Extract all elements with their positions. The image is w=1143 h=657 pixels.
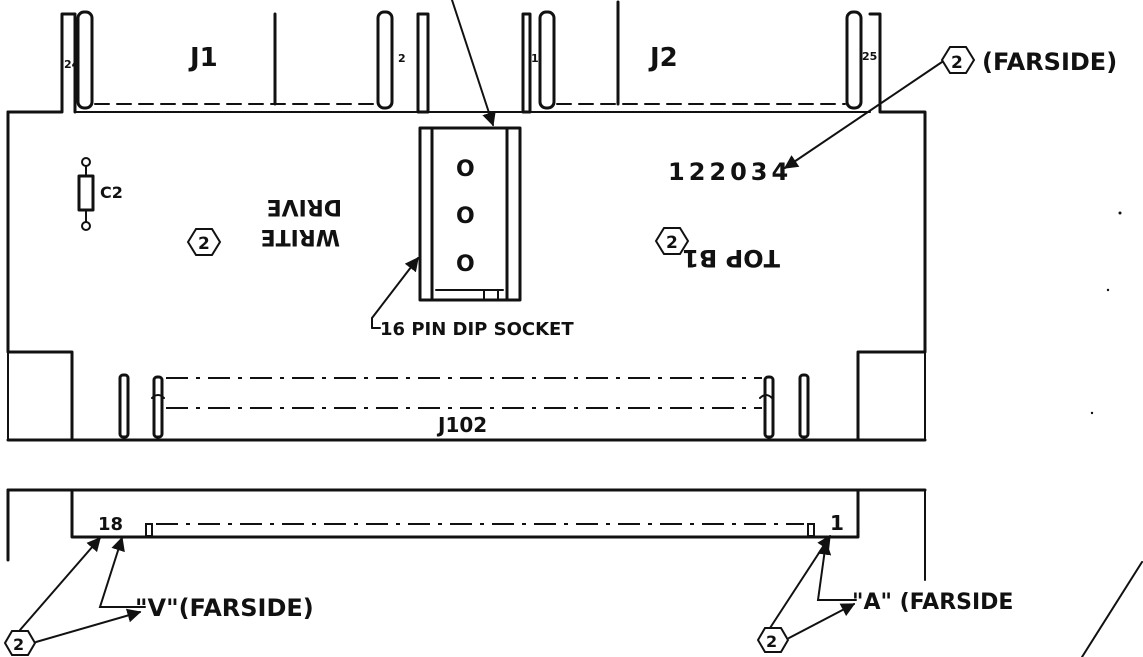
- j2-label: J2: [648, 43, 678, 73]
- top-callout-number: 2: [666, 233, 678, 253]
- j1-connector: J1 24 2: [64, 10, 406, 110]
- c2-label: C2: [100, 183, 123, 202]
- j102-label: J102: [436, 413, 487, 437]
- v-callout-number: 2: [13, 635, 24, 654]
- farside-top-text: (FARSIDE): [982, 48, 1117, 76]
- top-b1-text: TOP B1: [682, 244, 780, 272]
- farside-top-callout: 2 (FARSIDE) 122034: [668, 46, 1117, 186]
- j1-pin-left-label: 24: [64, 58, 80, 71]
- a-callout-number: 2: [766, 632, 777, 651]
- dip-socket: O O O 16 PIN DIP SOCKET: [371, 0, 574, 340]
- j2-pin-left-label: 1: [531, 52, 539, 65]
- j1-label: J1: [188, 43, 218, 73]
- scan-edge-line: [1081, 561, 1143, 657]
- top-b1-label-group: 2 TOP B1: [654, 227, 780, 272]
- drive-callout-number: 2: [198, 234, 210, 254]
- j1-pin-right-label: 2: [398, 52, 406, 65]
- dip-socket-label: 16 PIN DIP SOCKET: [380, 319, 574, 340]
- scan-speck-3: [1090, 411, 1094, 415]
- pin-18-label: 18: [98, 514, 123, 535]
- board-outline: [6, 12, 927, 581]
- socket-hole-1: O: [456, 157, 475, 182]
- v-farside-text: "V"(FARSIDE): [135, 594, 314, 622]
- v-farside-callout: 2 "V"(FARSIDE): [3, 536, 314, 656]
- bottom-pin-row: 18 1: [98, 511, 844, 537]
- a-farside-text: "A" (FARSIDE: [852, 590, 1013, 615]
- drive-write-line1: WRITE: [261, 224, 340, 249]
- scan-speck: [1118, 211, 1122, 215]
- socket-hole-3: O: [456, 252, 475, 277]
- part-number-label: 122034: [668, 158, 792, 186]
- capacitor-c2: C2: [77, 157, 123, 231]
- drive-write-line2: DRIVE: [267, 194, 342, 219]
- a-farside-callout: 2 "A" (FARSIDE: [756, 534, 1013, 653]
- pin-1-label: 1: [830, 511, 844, 535]
- drive-write-label-group: WRITE DRIVE 2: [186, 194, 342, 256]
- scan-speck-2: [1106, 288, 1110, 292]
- farside-top-callout-number: 2: [951, 53, 963, 73]
- j2-connector: J2 1 25: [531, 0, 877, 110]
- j2-pin-right-label: 25: [862, 50, 877, 63]
- j102-connector: J102: [118, 373, 810, 439]
- socket-hole-2: O: [456, 204, 475, 229]
